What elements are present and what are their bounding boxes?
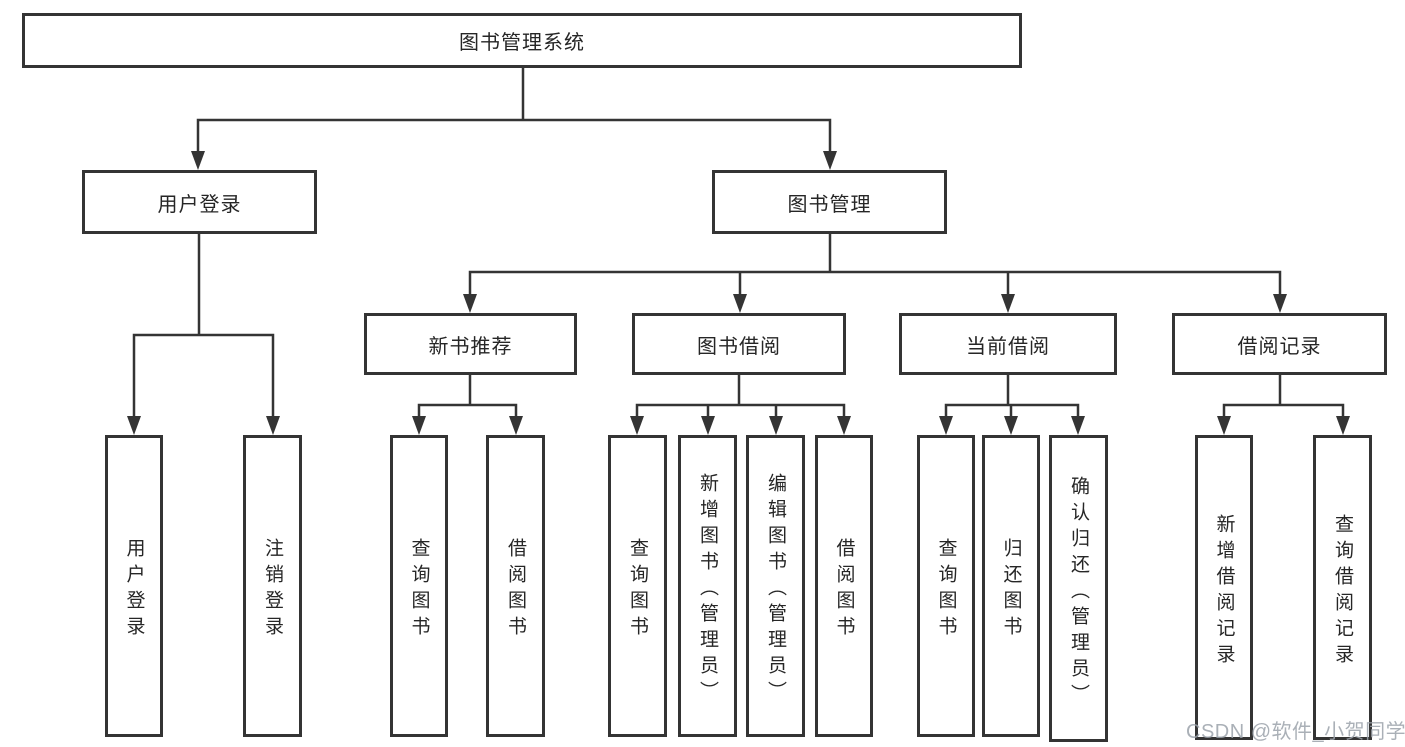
csdn-watermark: CSDN @软件_小贺同学 — [1186, 721, 1405, 743]
node-library-system-label: 图书管理系统 — [459, 32, 585, 54]
node-current-borrowing-label: 当前借阅 — [966, 335, 1050, 358]
leaf-logout-label: 注销登录 — [262, 538, 283, 642]
leaf-confirm-return-admin-label: 确认归还（管理员） — [1068, 475, 1089, 710]
leaf-query-books-current: 查询图书 — [917, 435, 975, 737]
leaf-query-borrow-record: 查询借阅记录 — [1313, 435, 1372, 740]
leaf-borrow-books-recommend-label: 借阅图书 — [505, 538, 526, 642]
node-new-book-recommendation-label: 新书推荐 — [428, 335, 513, 358]
leaf-add-borrow-record-label: 新增借阅记录 — [1213, 513, 1235, 670]
leaf-logout: 注销登录 — [243, 435, 302, 737]
node-book-management: 图书管理 — [712, 170, 947, 234]
leaf-query-books-recommend: 查询图书 — [390, 435, 448, 737]
leaf-user-login: 用户登录 — [105, 435, 163, 737]
leaf-query-borrow-record-label: 查询借阅记录 — [1332, 513, 1353, 670]
leaf-edit-books-admin: 编辑图书（管理员） — [746, 435, 805, 737]
node-borrowing-records-label: 借阅记录 — [1237, 335, 1322, 358]
leaf-add-books-admin: 新增图书（管理员） — [678, 435, 737, 737]
leaf-edit-books-admin-label: 编辑图书（管理员） — [765, 473, 786, 707]
node-book-management-label: 图书管理 — [787, 193, 872, 216]
leaf-query-books-recommend-label: 查询图书 — [408, 538, 430, 642]
leaf-add-borrow-record: 新增借阅记录 — [1195, 435, 1253, 740]
leaf-return-books-label: 归还图书 — [1000, 538, 1022, 642]
node-user-login-label: 用户登录 — [157, 193, 242, 216]
leaf-user-login-label: 用户登录 — [123, 538, 145, 642]
leaf-add-books-admin-label: 新增图书（管理员） — [697, 473, 718, 707]
node-book-borrowing: 图书借阅 — [632, 313, 846, 375]
node-new-book-recommendation: 新书推荐 — [364, 313, 577, 375]
leaf-query-books-borrow-label: 查询图书 — [627, 538, 648, 642]
leaf-query-books-borrow: 查询图书 — [608, 435, 667, 737]
leaf-return-books: 归还图书 — [982, 435, 1040, 737]
leaf-borrow-books-recommend: 借阅图书 — [486, 435, 545, 737]
leaf-borrow-books: 借阅图书 — [815, 435, 873, 737]
node-current-borrowing: 当前借阅 — [899, 313, 1117, 375]
leaf-borrow-books-label: 借阅图书 — [833, 538, 855, 642]
node-library-system: 图书管理系统 — [22, 13, 1022, 68]
leaf-confirm-return-admin: 确认归还（管理员） — [1049, 435, 1108, 742]
node-borrowing-records: 借阅记录 — [1172, 313, 1387, 375]
leaf-query-books-current-label: 查询图书 — [935, 538, 957, 642]
node-book-borrowing-label: 图书借阅 — [697, 335, 781, 358]
node-user-login: 用户登录 — [82, 170, 317, 234]
